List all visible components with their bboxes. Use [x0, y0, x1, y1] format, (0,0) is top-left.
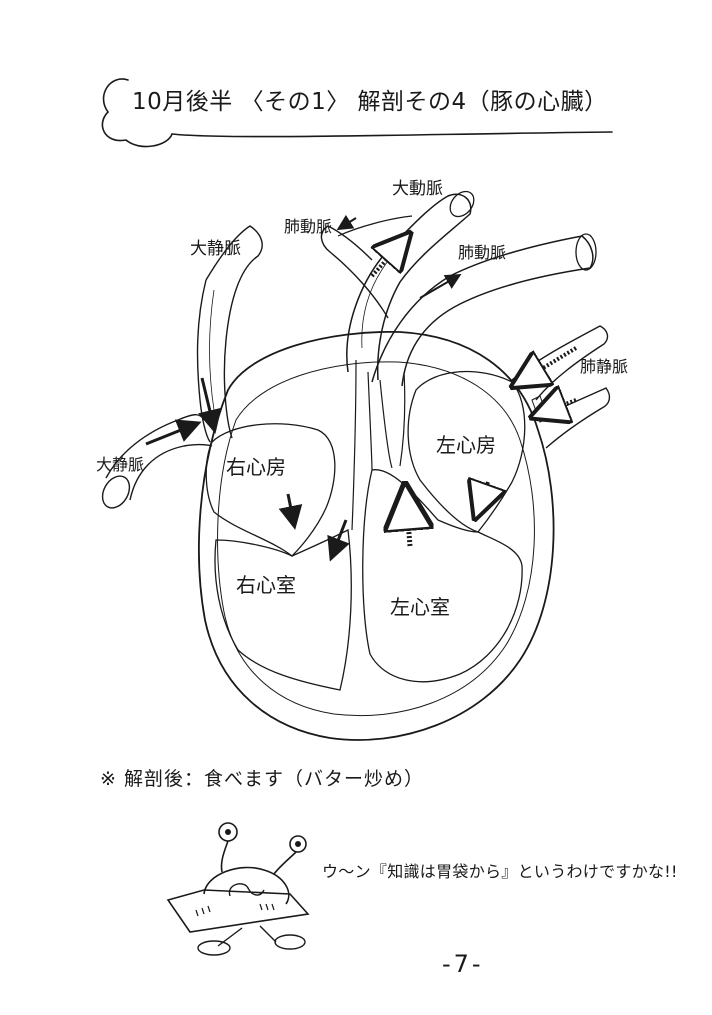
label-right-atrium: 右心房 [226, 455, 286, 479]
pulmonary-artery-vessel [320, 215, 597, 387]
page-title: 10月後半 〈その1〉 解剖その4（豚の心臓） [132, 89, 608, 115]
note-text: ※ 解剖後：食べます（バター炒め） [100, 768, 424, 790]
label-vena-cava-lower: 大静脈 [96, 455, 144, 474]
flow-arrows [145, 214, 578, 562]
right-ventricle-chamber [214, 529, 352, 691]
speech-text: ウ〜ン『知識は胃袋から』というわけですかな!! [322, 862, 678, 881]
right-atrium-chamber [205, 423, 336, 557]
label-aorta: 大動脈 [392, 179, 443, 199]
label-left-ventricle: 左心室 [390, 595, 450, 619]
label-pulmonary-artery-right: 肺動脈 [458, 243, 506, 262]
label-pulmonary-vein: 肺静脈 [580, 357, 628, 376]
pulmonary-vein-vessel [511, 325, 611, 449]
heart-outline [198, 330, 555, 741]
doodle-character [166, 822, 310, 956]
label-pulmonary-artery-left: 肺動脈 [284, 217, 332, 236]
left-ventricle-chamber [362, 469, 523, 683]
label-left-atrium: 左心房 [436, 433, 496, 457]
label-vena-cava-upper: 大静脈 [190, 239, 241, 259]
label-right-ventricle: 右心室 [236, 573, 296, 597]
aorta-vessel [346, 190, 475, 381]
page-number: -7- [442, 950, 484, 978]
